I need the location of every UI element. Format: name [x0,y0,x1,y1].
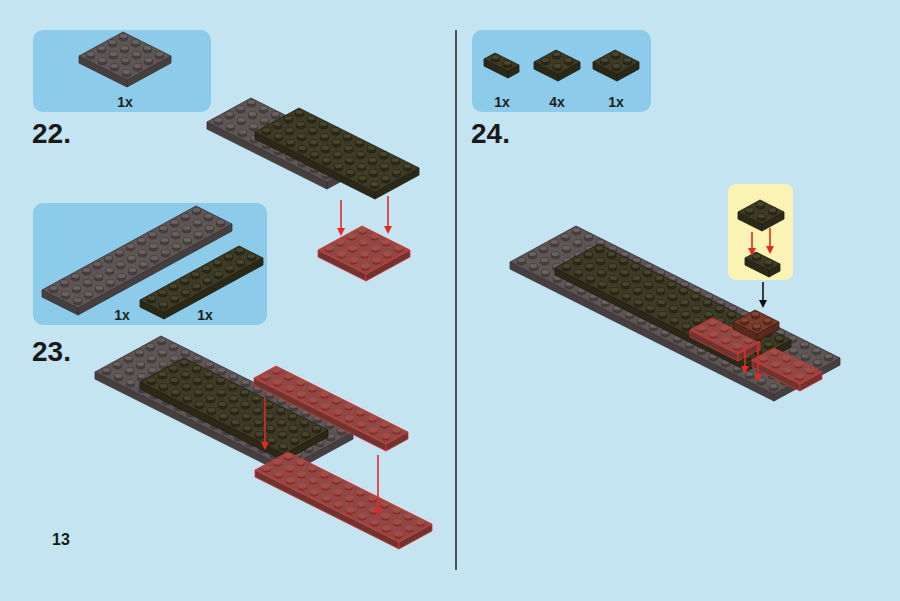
plate [318,226,410,281]
plate [555,244,791,371]
step-number: 24. [471,120,510,148]
plate [593,50,639,81]
page-number: 13 [52,532,70,548]
plate [745,252,780,277]
plate [733,310,779,341]
divider [455,30,457,570]
parts-callout: 1x 4x 1x [472,30,651,112]
plate [140,358,328,461]
part-quantity: 1x [117,95,133,109]
part-quantity: 1x [608,95,624,109]
part-picture [33,203,267,325]
assembly-arrows [265,196,770,514]
plate [79,32,171,87]
plate [255,108,419,199]
plate [254,366,408,451]
part-quantity: 1x [197,308,213,322]
part-quantity: 1x [494,95,510,109]
plate [738,200,784,231]
plate [752,348,822,391]
parts-callout: 1x [33,30,211,112]
sub-step-box [728,184,793,280]
plate [484,53,519,78]
plate [534,50,580,81]
step-number: 23. [32,338,71,366]
step-number: 22. [32,120,71,148]
plate [255,452,432,549]
part-quantity: 4x [549,95,565,109]
plate [510,226,840,401]
part-quantity: 1x [114,308,130,322]
parts-callout: 1x 1x [33,203,267,325]
plate [42,206,232,315]
